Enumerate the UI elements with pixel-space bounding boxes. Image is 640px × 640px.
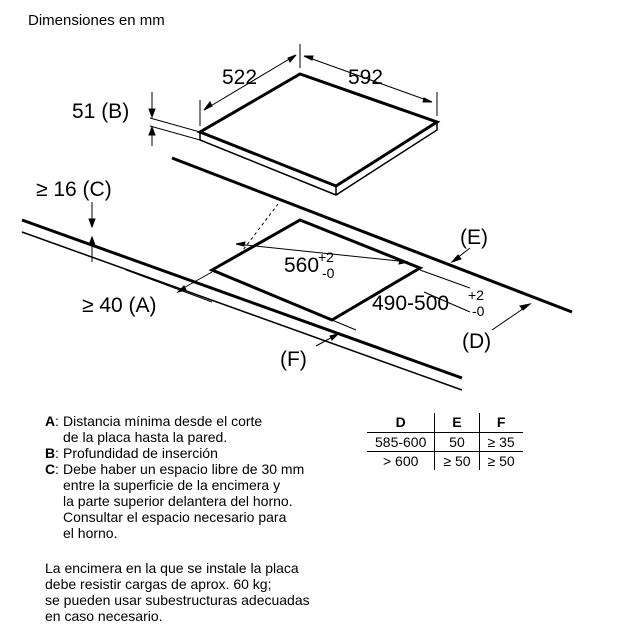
depth-592-label: 592: [348, 66, 383, 89]
countertop: [21, 156, 573, 391]
dimensions-table: D E F 585-600 50 ≥ 35 > 600 ≥ 50 ≥ 50: [367, 413, 523, 470]
b-label: 51 (B): [72, 100, 129, 123]
header-e: E: [434, 413, 480, 433]
legend-item-a: A: Distancia mínima desde el corte de la…: [45, 413, 263, 445]
dimension-522: [199, 44, 301, 126]
table-row: 585-600 50 ≥ 35: [367, 432, 523, 452]
header-f: F: [478, 413, 523, 433]
installation-diagram: 522 592 51 (B) ≥ 16 (C): [21, 44, 573, 391]
dimension-d: [423, 291, 532, 331]
legend-item-c: C: Debe haber un espacio libre de 30 mm …: [45, 461, 305, 541]
svg-text:+2: +2: [468, 287, 484, 303]
width-522-label: 522: [222, 66, 257, 89]
cutout-depth-label: 490-500: [372, 292, 449, 315]
header-d: D: [367, 413, 435, 433]
table-row: > 600 ≥ 50 ≥ 50: [367, 451, 523, 470]
c-label: ≥ 16 (C): [36, 178, 112, 201]
svg-text:-0: -0: [472, 303, 485, 319]
page-title: Dimensiones en mm: [28, 12, 165, 29]
hob-outline: [196, 72, 441, 196]
svg-text:+2: +2: [318, 249, 334, 265]
dimension-592: [303, 55, 438, 116]
legend: A: Distancia mínima desde el corte de la…: [45, 413, 304, 541]
d-label: (D): [462, 330, 491, 353]
dimension-a: [125, 269, 213, 303]
dimension-b: [148, 92, 201, 146]
svg-text:-0: -0: [322, 265, 335, 281]
load-note: La encimera en la que se instale la plac…: [45, 560, 310, 624]
dimension-560: [235, 241, 409, 265]
dimension-c: [88, 202, 96, 262]
f-label: (F): [280, 348, 307, 371]
dimension-490-500: [331, 269, 471, 331]
legend-item-b: B: Profundidad de inserción: [45, 445, 218, 461]
e-label: (E): [460, 226, 488, 249]
cutout-width-label: 560: [284, 254, 319, 277]
a-label: ≥ 40 (A): [82, 294, 157, 317]
cutout: [208, 203, 424, 322]
